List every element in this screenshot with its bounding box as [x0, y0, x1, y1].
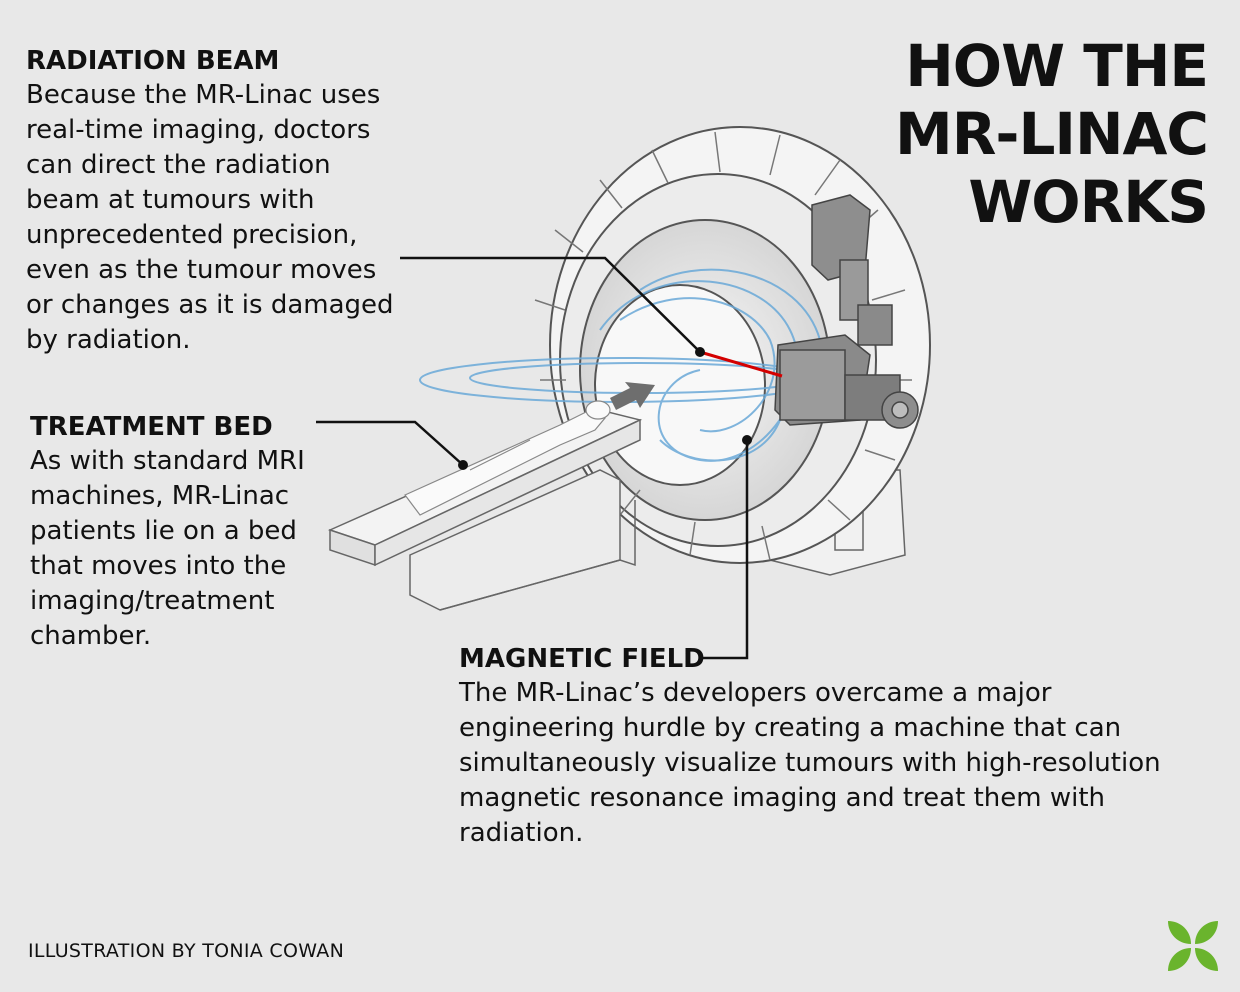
- treatment-bed-text: As with standard MRI machines, MR-Linac …: [30, 446, 305, 651]
- magnetic-field-callout: MAGNETIC FIELD The MR-Linac’s developers…: [459, 642, 1209, 851]
- title-line-1: HOW THE: [905, 32, 1209, 100]
- treatment-bed: [327, 409, 643, 611]
- arrow-into-bore: [610, 382, 655, 410]
- magnetic-field-heading: MAGNETIC FIELD: [459, 644, 705, 674]
- title-line-2: MR-LINAC: [895, 100, 1209, 168]
- title-line-3: WORKS: [968, 168, 1209, 236]
- linac-head: [774, 194, 919, 429]
- radiation-beam-marker: [695, 347, 705, 357]
- radiation-beam-text: Because the MR-Linac uses real-time imag…: [26, 80, 394, 355]
- radiation-beam: [699, 350, 783, 378]
- leaf-logo-icon: [1168, 921, 1218, 971]
- treatment-bed-marker: [458, 460, 468, 470]
- gantry-spokes: [534, 131, 912, 561]
- treatment-bed-heading: TREATMENT BED: [30, 412, 273, 442]
- leader-lines: [316, 256, 749, 660]
- illustration-credit: ILLUSTRATION BY TONIA COWAN: [28, 940, 345, 962]
- treatment-bed-callout: TREATMENT BED As with standard MRI machi…: [30, 410, 330, 654]
- magnetic-field-text: The MR-Linac’s developers overcame a maj…: [459, 678, 1161, 848]
- radiation-beam-heading: RADIATION BEAM: [26, 46, 280, 76]
- page-title: HOW THE MR-LINAC WORKS: [788, 32, 1209, 236]
- radiation-beam-callout: RADIATION BEAM Because the MR-Linac uses…: [26, 44, 406, 358]
- patient-figure: [404, 400, 611, 516]
- magnetic-field-marker: [742, 435, 752, 445]
